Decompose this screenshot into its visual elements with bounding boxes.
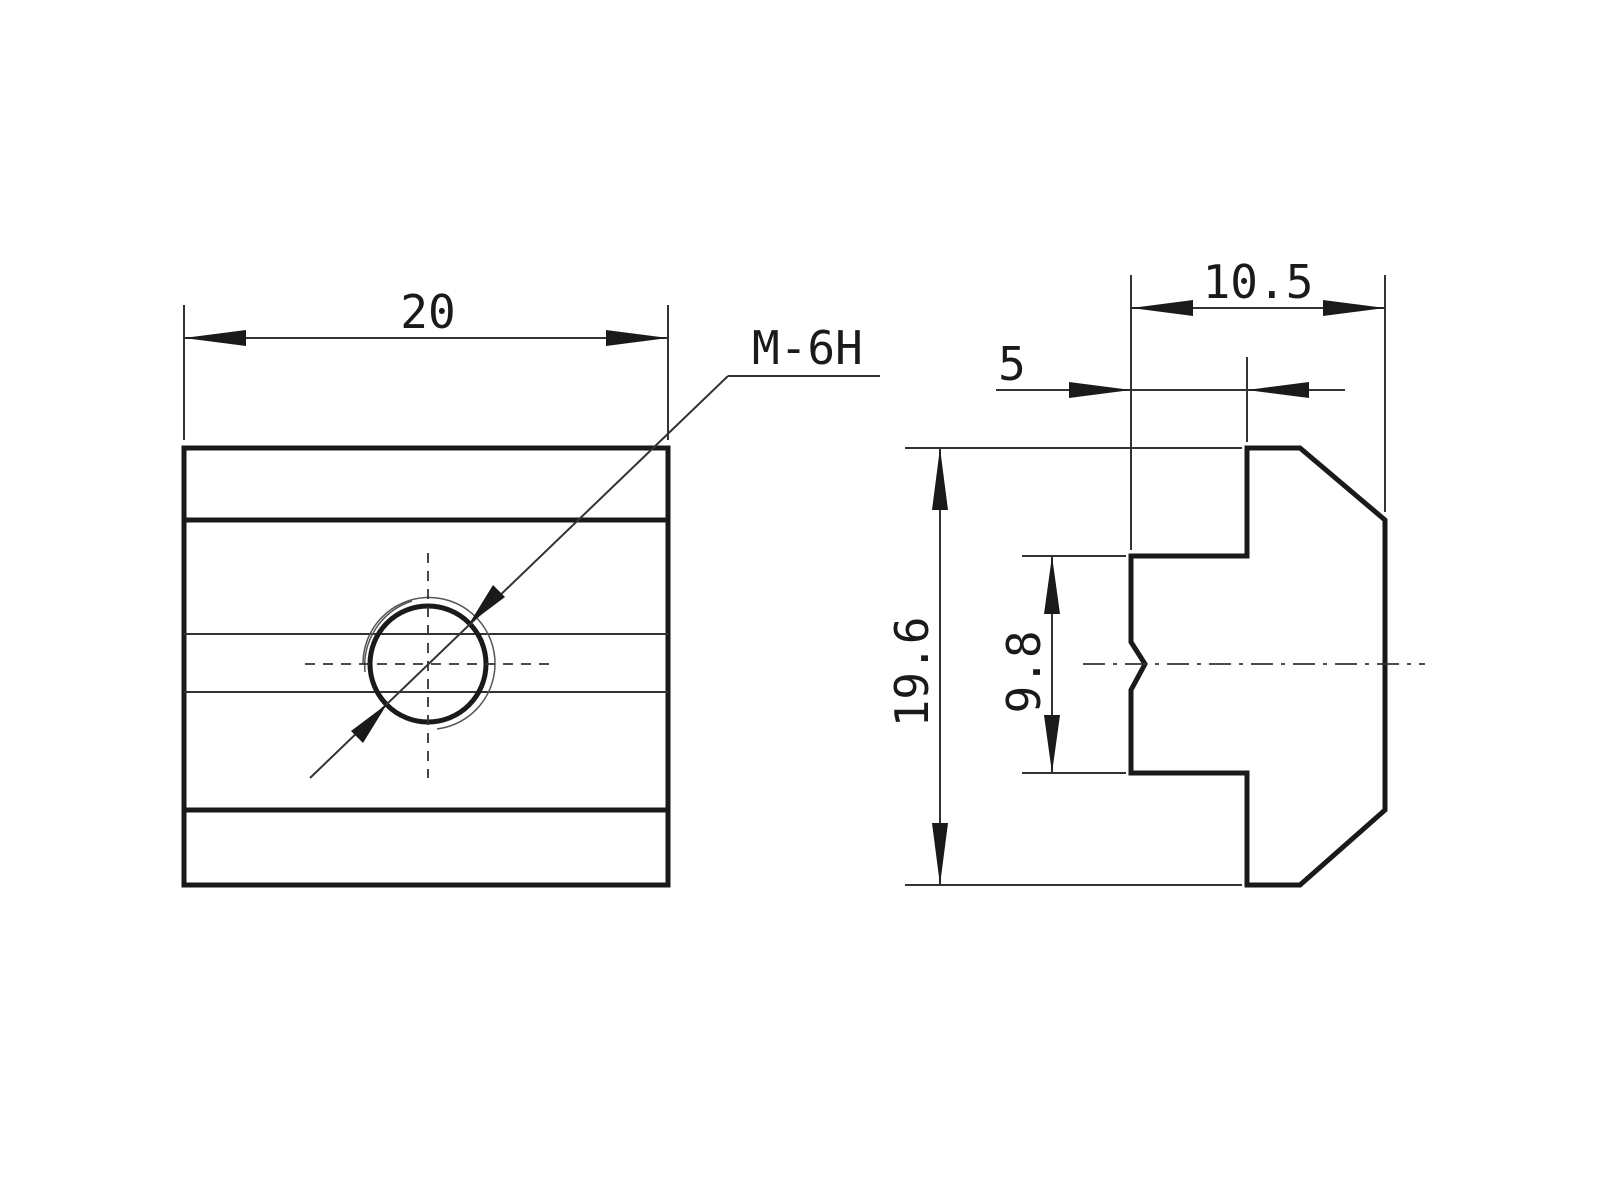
slot-dimension-label: 9.8 [997, 630, 1051, 713]
height-arrow-bottom [932, 823, 948, 885]
depth-dimension-label: 10.5 [1203, 255, 1314, 309]
thread-callout-label: M-6H [752, 321, 863, 375]
step-dimension-label: 5 [998, 337, 1026, 391]
side-view: 19.6 9.8 10.5 5 [885, 255, 1425, 888]
thread-leader-arrow-outer [469, 585, 505, 624]
step-arrow-right [1247, 382, 1309, 398]
slot-arrow-top [1044, 556, 1060, 614]
depth-arrow-left [1131, 300, 1193, 316]
side-view-profile [1128, 445, 1388, 888]
threaded-hole-thread-arc [362, 596, 496, 730]
depth-arrow-right [1323, 300, 1385, 316]
threaded-hole-thread-arc-2 [363, 600, 413, 673]
height-arrow-top [932, 448, 948, 510]
width-arrow-left [184, 330, 246, 346]
width-arrow-right [606, 330, 668, 346]
width-dimension-label: 20 [400, 285, 455, 339]
front-view-outline [181, 445, 671, 888]
thread-leader-arrow-inner [351, 704, 387, 743]
height-dimension-label: 19.6 [885, 617, 939, 728]
front-view: 20 M-6H [181, 285, 880, 888]
step-arrow-left [1069, 382, 1131, 398]
slot-arrow-bottom [1044, 715, 1060, 773]
